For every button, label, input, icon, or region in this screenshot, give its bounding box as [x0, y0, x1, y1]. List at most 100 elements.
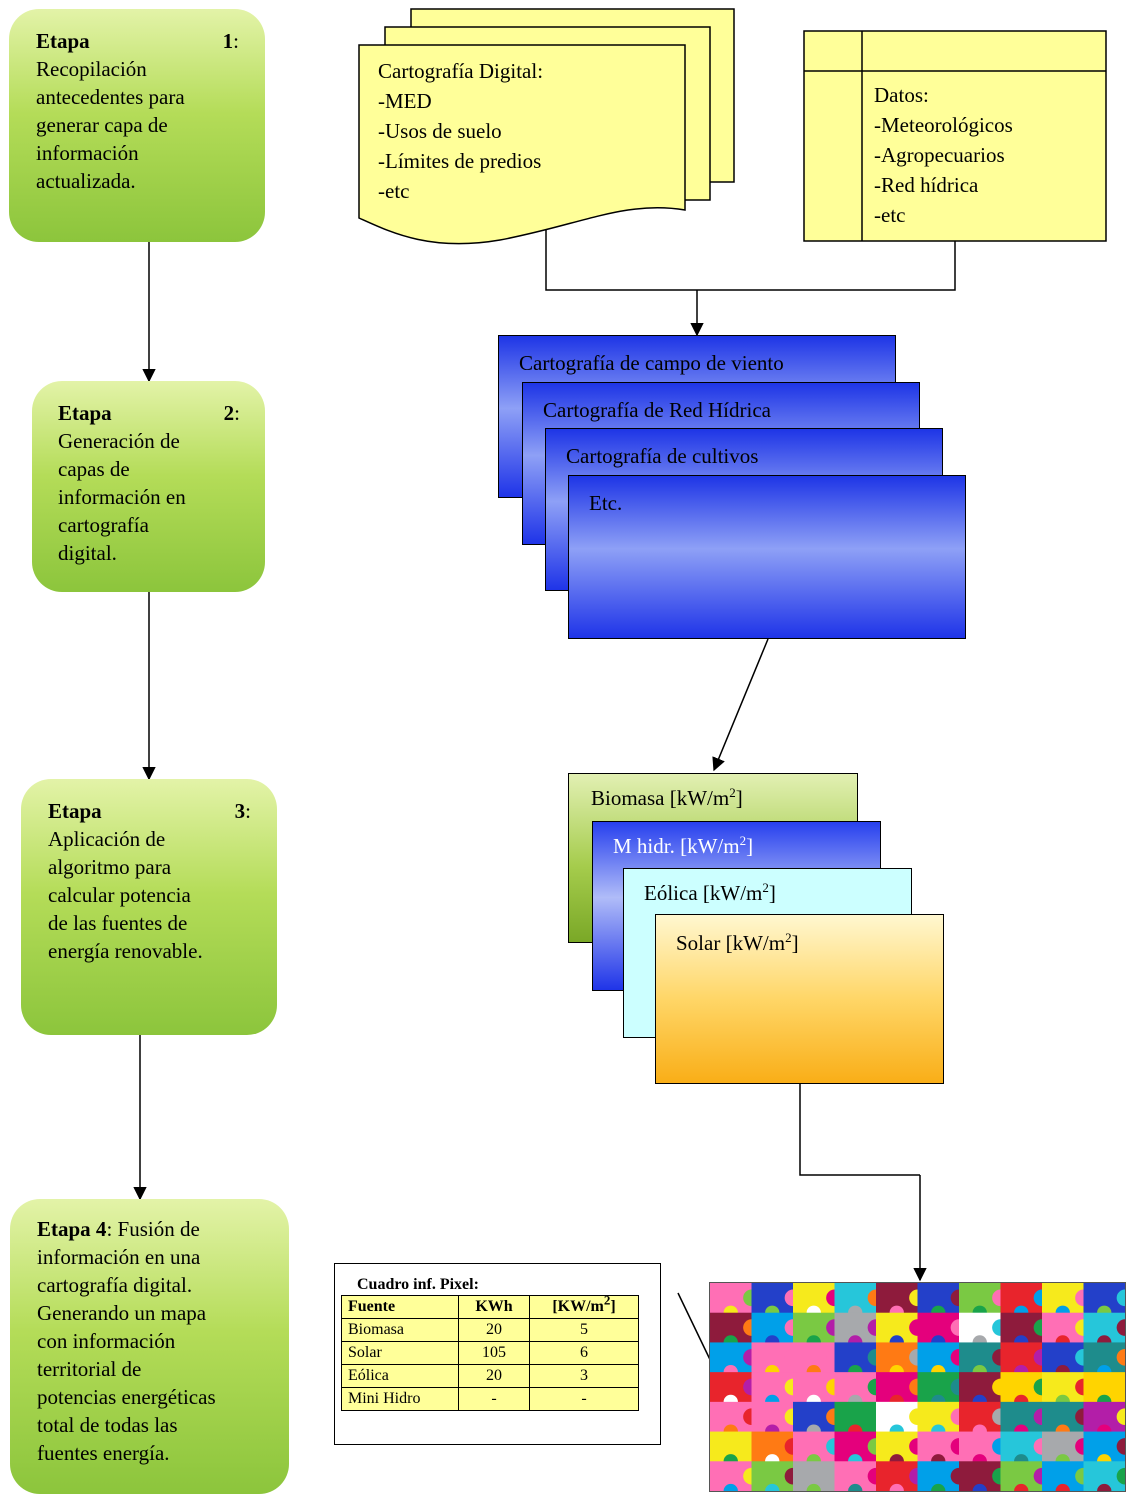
pixel-info-title: Cuadro inf. Pixel: [357, 1276, 479, 1293]
result-close: ] [746, 834, 754, 858]
stage-3-line: de las fuentes de [48, 911, 188, 935]
result-label: Eólica [kW/m [644, 881, 763, 905]
note-line: -Meteorológicos [874, 113, 1013, 137]
puzzle-knob [1055, 1483, 1070, 1491]
stage-3-line: calcular potencia [48, 883, 191, 907]
stage-1-line: actualizada. [36, 169, 136, 193]
stage-2-line: digital. [58, 541, 117, 565]
result-sup: 2 [762, 880, 769, 895]
header-fuente: Fuente [341, 1295, 459, 1319]
stage-1-line: Recopilación [36, 57, 147, 81]
arrow-layers-to-results [712, 638, 769, 772]
stage-2-line: información en [58, 485, 186, 509]
puzzle-knob [1097, 1483, 1112, 1491]
stage-4-label: Etapa 4 [37, 1217, 107, 1241]
layer-label: Cartografía de Red Hídrica [543, 398, 771, 422]
puzzle-knob [765, 1483, 780, 1491]
stage-3-colon: : [245, 799, 251, 823]
table-cell: Biomasa [341, 1318, 459, 1342]
layer-label: Cartografía de cultivos [566, 444, 759, 468]
table-row: Mini Hidro - - [341, 1387, 639, 1411]
note-line: -MED [378, 89, 432, 113]
stage-1-line: generar capa de [36, 113, 168, 137]
datos-note: Datos: -Meteorológicos -Agropecuarios -R… [874, 80, 1013, 230]
stage-1-box: Etapa 1: Recopilación antecedentes para g… [9, 9, 265, 242]
puzzle-knob [889, 1483, 904, 1491]
stage-3-number: 3 [234, 799, 246, 823]
table-cell: Eólica [341, 1364, 459, 1388]
puzzle-knob [1116, 1348, 1125, 1366]
stage-4-box: Etapa 4: Fusión de información en una ca… [10, 1199, 289, 1494]
table-cell: Solar [341, 1341, 459, 1365]
energy-mosaic-map [709, 1282, 1126, 1492]
layer-label: Cartografía de campo de viento [519, 351, 784, 375]
stage-2-number: 2 [223, 401, 235, 425]
header-kw-m2: [KW/m2] [529, 1294, 639, 1319]
stage-4-line: información en una [37, 1245, 201, 1269]
stage-3-line: algoritmo para [48, 855, 172, 879]
pixel-info-table: Fuente KWh [KW/m2] Biomasa 20 5 Solar 10… [341, 1294, 639, 1411]
note-line: -etc [874, 203, 906, 227]
table-cell: - [529, 1387, 639, 1411]
result-sup: 2 [739, 833, 747, 848]
stage-1-colon: : [233, 29, 239, 53]
table-cell: 20 [458, 1364, 530, 1388]
cartografia-digital-note: Cartografía Digital: -MED -Usos de suelo… [378, 56, 543, 206]
result-close: ] [791, 931, 799, 955]
stage-4-line: territorial de [37, 1357, 142, 1381]
stage-4-line: potencias energéticas [37, 1385, 216, 1409]
stage-2-line: capas de [58, 457, 130, 481]
puzzle-knob [806, 1483, 821, 1491]
stage-2-line: Generación de [58, 429, 180, 453]
puzzle-knob [1116, 1319, 1125, 1336]
table-cell: 105 [458, 1341, 530, 1365]
connector-results-to-map [799, 1083, 920, 1176]
stage-4-line: con información [37, 1329, 176, 1353]
table-cell: 20 [458, 1318, 530, 1342]
stage-1-label: Etapa [36, 29, 90, 53]
table-cell: Mini Hidro [341, 1387, 459, 1411]
stage-3-label: Etapa [48, 799, 102, 823]
note-line: -Límites de predios [378, 149, 542, 173]
note-line: -Red hídrica [874, 173, 979, 197]
table-cell: 3 [529, 1364, 639, 1388]
result-sup: 2 [729, 785, 736, 800]
puzzle-knob [1116, 1438, 1125, 1455]
stage-4-line: cartografía digital. [37, 1273, 193, 1297]
stage-1-number: 1 [222, 29, 234, 53]
puzzle-knob [931, 1483, 946, 1491]
note-line: -Usos de suelo [378, 119, 502, 143]
note-line: Cartografía Digital: [378, 59, 544, 83]
stage-4-line: fuentes energía. [37, 1441, 170, 1465]
stage-3-line: energía renovable. [48, 939, 203, 963]
header-kwh: KWh [458, 1295, 530, 1319]
result-solar: Solar [kW/m2] [655, 914, 944, 1084]
result-label: Biomasa [kW/m [591, 786, 730, 810]
pixel-info-box: Cuadro inf. Pixel: Fuente KWh [KW/m2] Bi… [334, 1263, 661, 1445]
table-cell: 5 [529, 1318, 639, 1342]
stage-4-line: total de todas las [37, 1413, 178, 1437]
puzzle-knob [1116, 1408, 1125, 1426]
result-label: Solar [kW/m [676, 931, 786, 955]
result-close: ] [768, 881, 776, 905]
puzzle-knob [1116, 1289, 1125, 1307]
puzzle-knob [972, 1483, 987, 1491]
result-sup: 2 [785, 930, 792, 945]
stage-2-colon: : [234, 401, 240, 425]
stage-4-line: Generando un mapa [37, 1301, 207, 1325]
puzzle-knob [723, 1483, 738, 1491]
result-close: ] [735, 786, 743, 810]
table-row: Eólica 20 3 [341, 1364, 639, 1388]
stage-2-line: cartografía [58, 513, 149, 537]
table-cell: - [458, 1387, 530, 1411]
puzzle-knob [1116, 1378, 1125, 1396]
note-line: -Agropecuarios [874, 143, 1005, 167]
result-label: M hidr. [kW/m [613, 834, 740, 858]
table-header-row: Fuente KWh [KW/m2] [341, 1294, 639, 1319]
table-row: Biomasa 20 5 [341, 1318, 639, 1342]
puzzle-knob [848, 1483, 863, 1491]
stage-1-line: antecedentes para [36, 85, 185, 109]
